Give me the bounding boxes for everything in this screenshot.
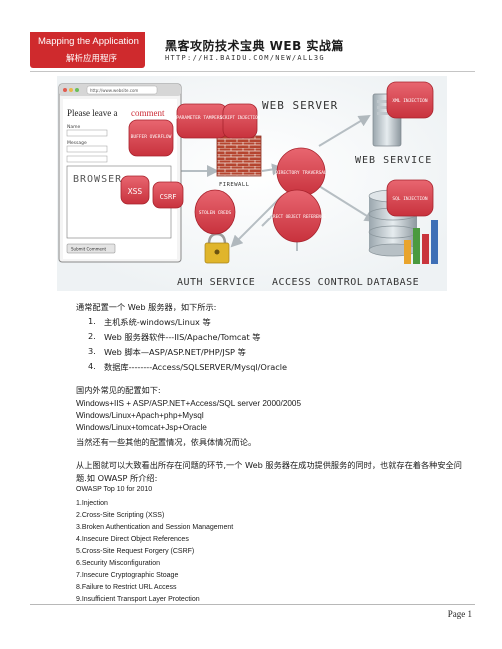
buffer-overflow-text: BUFFER OVERFLOW [131,134,172,140]
owasp-item-1: 1.Injection [76,500,108,507]
web-security-diagram: http://www.website.com Please leave a co… [57,76,447,291]
browser-address: http://www.website.com [90,88,138,93]
firewall: FIREWALL [216,135,262,188]
list-item-4: 数据库--------Access/SQLSERVER/Mysql/Oracle [104,362,288,372]
connector-lines [177,114,377,251]
page-number: Page 1 [447,609,472,619]
chapter-badge: Mapping the Application 解析应用程序 [30,32,145,68]
name-label: Name [67,124,81,130]
owasp-item-7: 7.Insecure Cryptographic Stoage [76,572,179,579]
list-item-3: Web 脚本—ASP/ASP.NET/PHP/JSP 等 [104,347,246,357]
script-injection-text: SCRIPT INJECTION [220,115,261,120]
bubble-xss: XSS [120,175,150,205]
bubble-sql-injection: SQL INJECTION [386,179,434,217]
config-line-1: Windows+IIS + ASP/ASP.NET+Access/SQL ser… [76,399,302,408]
intro-text: 通常配置一个 Web 服务器，如下所示: [76,302,217,312]
database-bar-chart-icon [404,220,438,264]
bubble-buffer-overflow: BUFFER OVERFLOW [128,119,174,157]
firewall-label: FIREWALL [219,182,250,188]
web-server-label: WEB SERVER [262,99,338,112]
bubble-script-injection: SCRIPT INJECTION [220,103,261,139]
browser-heading-accent: comment [131,108,165,118]
csrf-text: CSRF [160,193,177,201]
bubble-direct-object-reference: DIRECT OBJECT REFERENCE [268,189,326,243]
list-item-2: Web 服务器软件---IIS/Apache/Tomcat 等 [104,332,261,342]
message-label: Message [67,140,87,146]
header-url: HTTP://HI.BAIDU.COM/NEW/ALL3G [165,54,325,62]
browser-window: http://www.website.com Please leave a co… [58,83,182,263]
bubble-xml-injection: XML INJECTION [386,81,434,119]
owasp-item-2: 2.Cross-Site Scripting (XSS) [76,512,165,519]
book-title: 黑客攻防技术宝典 WEB 实战篇 [165,39,344,53]
message-field [66,145,108,153]
header-divider [30,71,475,72]
paragraph-line-1: 从上图就可以大致看出所存在问题的环节,一个 Web 服务器在成功提供服务的同时，… [76,460,462,470]
xml-injection-text: XML INJECTION [392,98,428,104]
bubble-stolen-creds: STOLEN CREDS [194,189,236,235]
submit-comment-button [66,243,116,254]
config-line-2: Windows/Linux+Apach+php+Mysql [76,411,204,420]
bubble-directory-traversal: DIRECTORY TRAVERSAL [275,147,327,197]
other-config-note: 当然还有一些其他的配置情况，依具体情况而论。 [76,437,257,447]
name-field [66,129,108,137]
bubble-csrf: CSRF [152,181,184,209]
footer-divider [30,604,475,605]
list-number-3: 3. [88,346,96,356]
list-number-4: 4. [88,361,96,371]
config-line-3: Windows/Linux+tomcat+Jsp+Oracle [76,423,207,432]
submit-comment-label: Submit Comment [71,247,106,252]
owasp-item-4: 4.Insecure Direct Object References [76,536,189,543]
auth-padlock-icon [204,232,230,264]
list-number-2: 2. [88,331,96,341]
list-item-1: 主机系统-windows/Linux 等 [104,317,211,327]
common-config-intro: 国内外常见的配置如下: [76,385,161,395]
chapter-badge-english: Mapping the Application [38,36,139,47]
owasp-item-9: 9.Insufficient Transport Layer Protectio… [76,596,200,603]
list-number-1: 1. [88,316,96,326]
xss-text: XSS [128,187,143,196]
stolen-creds-text: STOLEN CREDS [199,210,232,216]
directory-traversal-text: DIRECTORY TRAVERSAL [275,170,327,176]
owasp-item-5: 5.Cross-Site Request Forgery (CSRF) [76,548,195,555]
database-label: DATABASE [367,277,419,288]
auth-service-label: AUTH SERVICE [177,277,255,288]
parameter-tampering-text: PARAMETER TAMPERING [176,115,228,121]
owasp-title: OWASP Top 10 for 2010 [76,486,153,493]
access-control-label: ACCESS CONTROL [272,277,363,288]
web-service-label: WEB SERVICE [355,155,432,166]
owasp-item-3: 3.Broken Authentication and Session Mana… [76,524,234,531]
browser-heading: Please leave a [67,108,117,118]
owasp-item-8: 8.Failure to Restrict URL Access [76,584,177,591]
owasp-item-6: 6.Security Misconfiguration [76,560,161,567]
direct-object-reference-text: DIRECT OBJECT REFERENCE [268,214,326,219]
sql-injection-text: SQL INJECTION [392,196,428,202]
bubble-parameter-tampering: PARAMETER TAMPERING [176,103,228,139]
chapter-badge-chinese: 解析应用程序 [66,54,118,64]
browser-caption: BROWSER [73,174,122,185]
paragraph-line-2: 题.如 OWASP 所介绍: [76,473,158,483]
